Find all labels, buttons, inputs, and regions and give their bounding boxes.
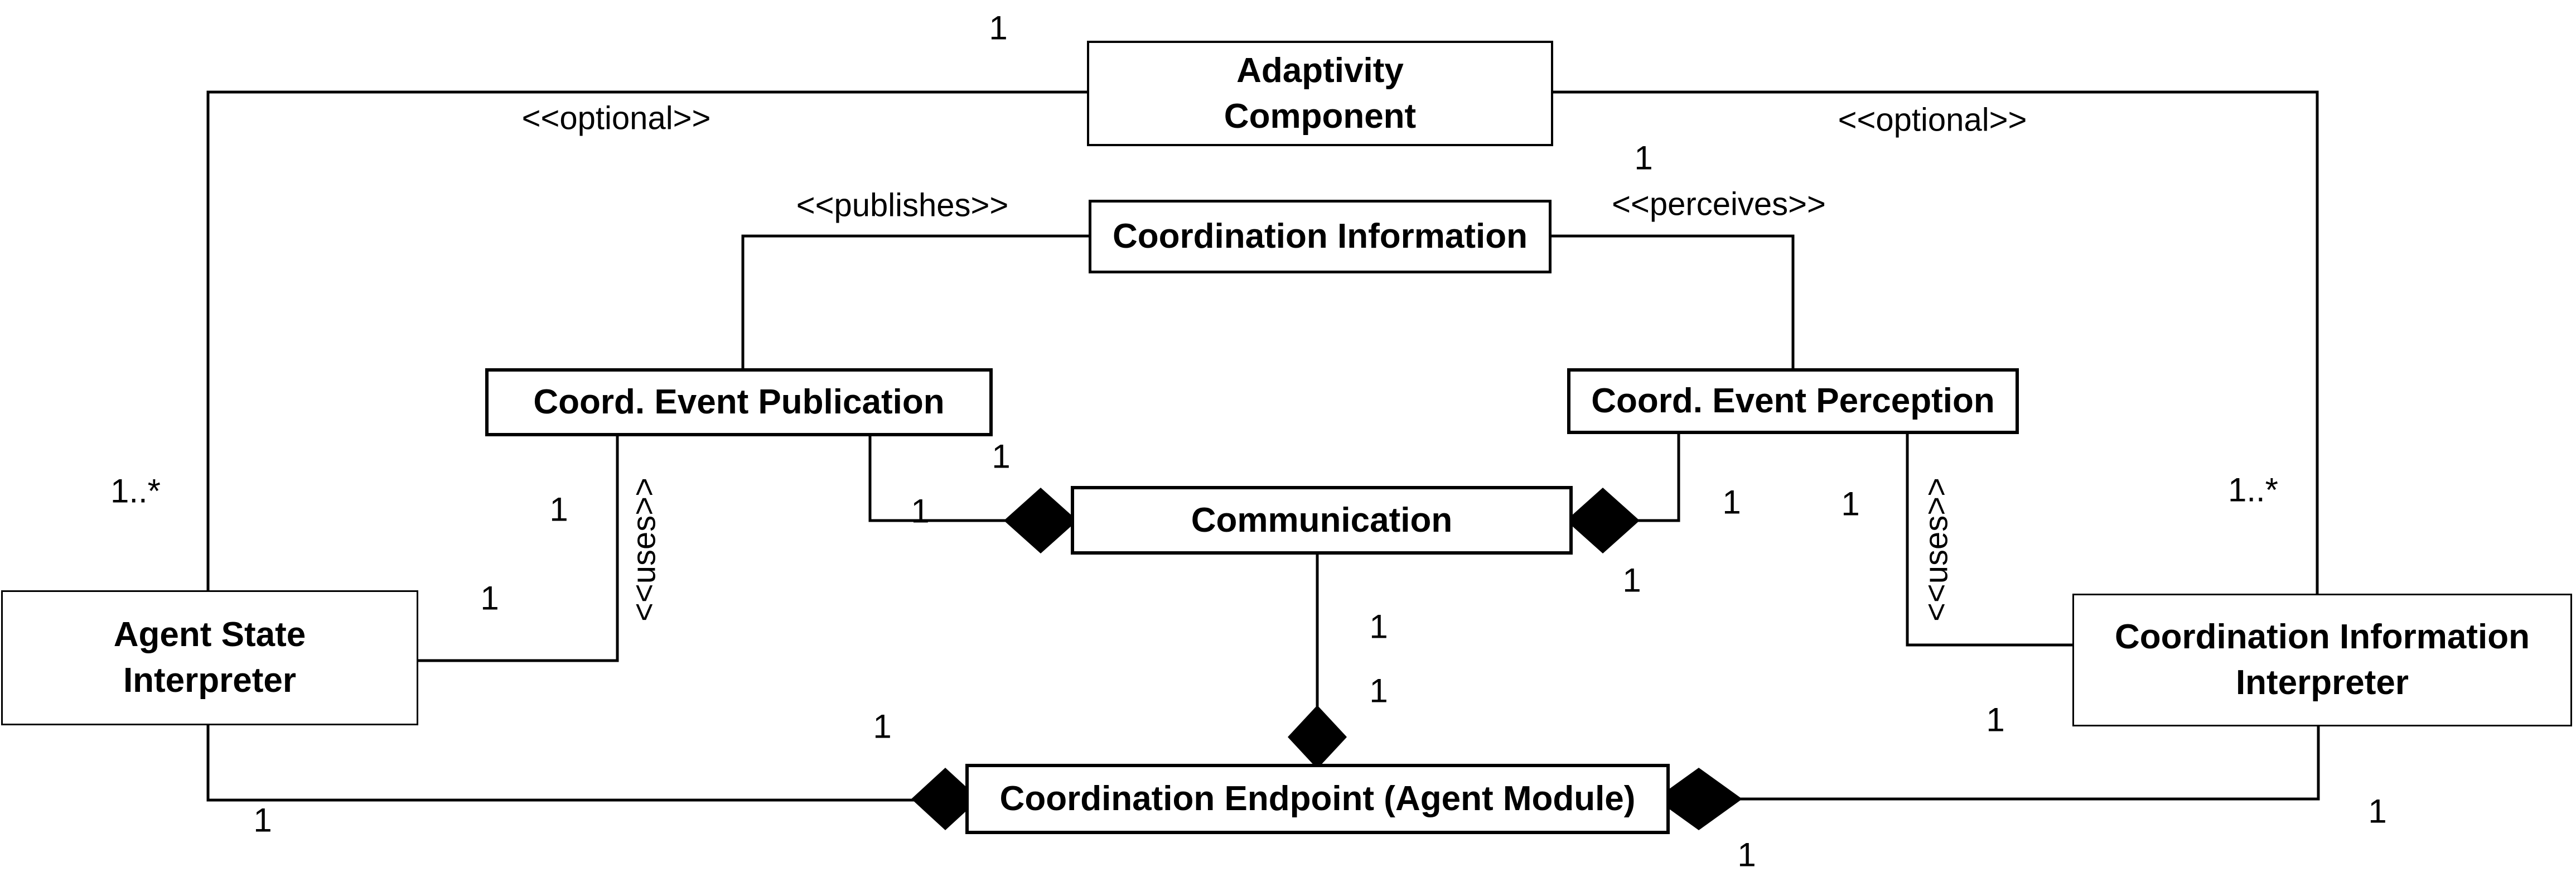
node-communication: Communication <box>1071 486 1573 555</box>
stereotype-optional-left: <<optional>> <box>521 100 711 137</box>
multiplicity-cii-optional: 1..* <box>2227 471 2279 509</box>
node-adaptivity-component: Adaptivity Component <box>1087 41 1553 146</box>
node-coordination-endpoint: Coordination Endpoint (Agent Module) <box>965 764 1670 834</box>
node-agent-state-interpreter: Agent State Interpreter <box>1 590 418 725</box>
node-coordination-information-interpreter: Coordination Information Interpreter <box>2072 594 2572 726</box>
stereotype-optional-right: <<optional>> <box>1838 102 2027 138</box>
multiplicity-asi-optional: 1..* <box>110 472 161 510</box>
composition-diamond-icon <box>1566 488 1640 553</box>
stereotype-publishes: <<publishes>> <box>796 187 1009 224</box>
multiplicity-comm-endpoint-upper: 1 <box>1369 608 1388 646</box>
multiplicity-comm-left: 1 <box>911 492 930 530</box>
multiplicity-asi-bottom: 1 <box>253 801 272 839</box>
multiplicity-perception-uses: 1 <box>1841 485 1860 523</box>
composition-diamond-icon <box>1288 705 1347 769</box>
multiplicity-endpoint-left: 1 <box>873 707 892 745</box>
multiplicity-comm-endpoint-lower: 1 <box>1369 672 1388 710</box>
stereotype-uses-left: <<uses>> <box>626 478 663 622</box>
multiplicity-endpoint-right-bottom: 1 <box>1737 836 1756 874</box>
multiplicity-cii-uses: 1 <box>1986 701 2005 739</box>
composition-diamond-icon <box>1655 768 1742 830</box>
multiplicity-adaptivity-right: 1 <box>1634 139 1653 177</box>
composition-diamond-icon <box>1004 488 1077 553</box>
multiplicity-adaptivity-left: 1 <box>989 9 1008 47</box>
stereotype-perceives: <<perceives>> <box>1612 186 1826 223</box>
multiplicity-perception-comm: 1 <box>1722 483 1741 521</box>
multiplicity-publication-comm: 1 <box>992 437 1011 475</box>
multiplicity-cii-bottom: 1 <box>2368 792 2387 830</box>
composition-diamond-icon <box>911 768 979 830</box>
multiplicity-asi-uses: 1 <box>480 579 499 617</box>
multiplicity-publication-uses: 1 <box>549 490 568 528</box>
node-coord-event-publication: Coord. Event Publication <box>485 368 993 436</box>
stereotype-uses-right: <<uses>> <box>1918 478 1955 622</box>
multiplicity-comm-right: 1 <box>1622 561 1641 599</box>
node-coord-event-perception: Coord. Event Perception <box>1567 368 2019 434</box>
node-coordination-information: Coordination Information <box>1089 200 1552 273</box>
